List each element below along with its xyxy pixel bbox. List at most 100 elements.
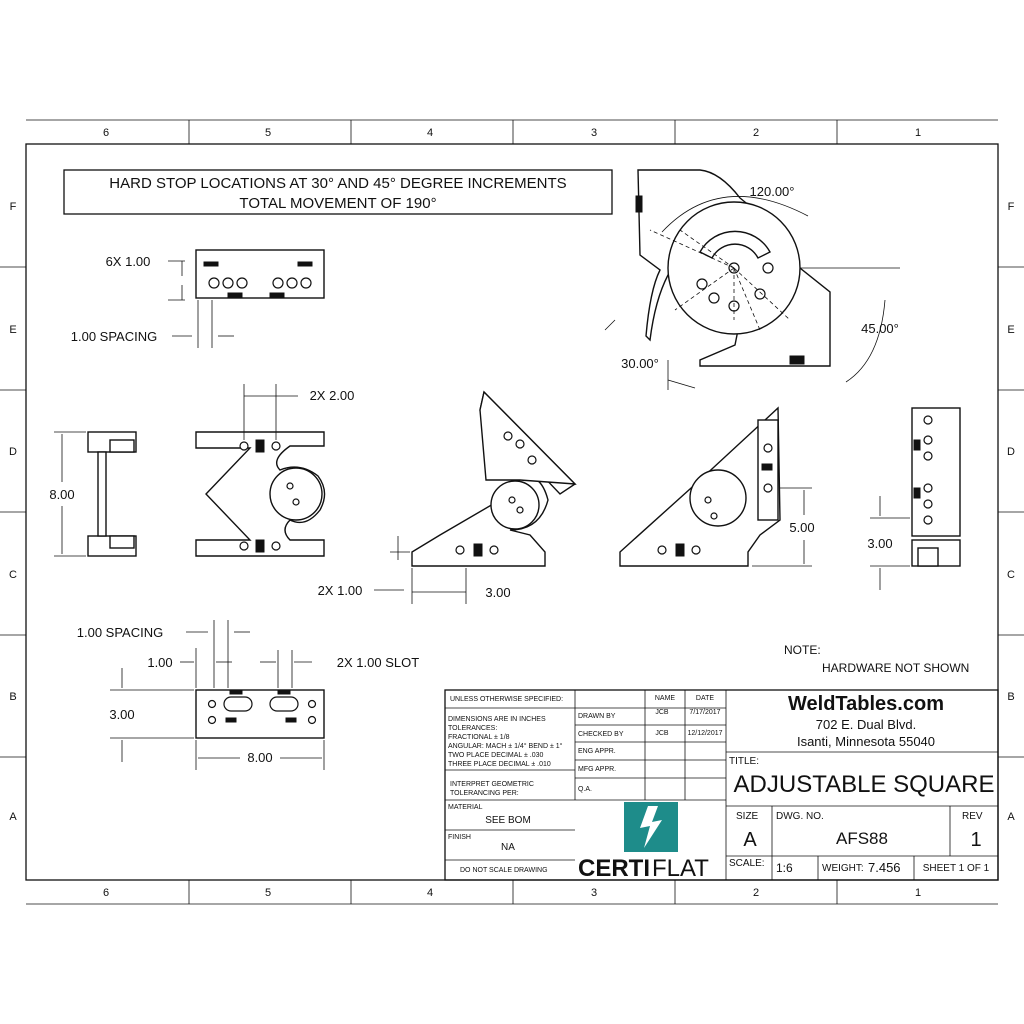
title-block: UNLESS OTHERWISE SPECIFIED: DIMENSIONS A… bbox=[444, 689, 999, 882]
zone-col-2-top: 2 bbox=[753, 127, 759, 139]
tb-interpret-2: TOLERANCING PER: bbox=[450, 790, 519, 797]
tb-tol-1: DIMENSIONS ARE IN INCHES bbox=[448, 716, 546, 723]
tb-unless: UNLESS OTHERWISE SPECIFIED: bbox=[450, 696, 563, 703]
dim-offset-3: 3.00 bbox=[485, 585, 510, 600]
tb-dwg-no: AFS88 bbox=[836, 829, 888, 848]
dim-angle-45: 45.00° bbox=[861, 321, 899, 336]
note-label: NOTE: bbox=[784, 643, 821, 657]
zone-row-d-right: D bbox=[1007, 446, 1015, 458]
tb-row-qa-label: Q.A. bbox=[578, 786, 592, 793]
side-view: 8.00 bbox=[49, 431, 137, 557]
tb-address-1: 702 E. Dual Blvd. bbox=[816, 717, 916, 732]
right-side-view: 3.00 bbox=[867, 407, 961, 590]
tb-row-checked-name: JCB bbox=[655, 730, 669, 737]
tb-size-label: SIZE bbox=[736, 811, 759, 822]
tb-scale: 1:6 bbox=[776, 861, 793, 875]
zone-row-a-left: A bbox=[9, 811, 17, 823]
tb-rev: 1 bbox=[970, 829, 981, 851]
zone-col-3-top: 3 bbox=[591, 127, 597, 139]
tb-row-drawn-date: 7/17/2017 bbox=[689, 709, 720, 716]
zone-row-e-left: E bbox=[9, 324, 16, 336]
dim-2x-slot: 2X 1.00 SLOT bbox=[337, 655, 419, 670]
tb-row-drawn-name: JCB bbox=[655, 709, 669, 716]
tb-weight-label: WEIGHT: bbox=[822, 863, 864, 874]
tb-row-drawn-label: DRAWN BY bbox=[578, 713, 616, 720]
zone-row-b-left: B bbox=[9, 691, 16, 703]
dim-angle-120: 120.00° bbox=[750, 184, 795, 199]
tb-sheet: SHEET 1 OF 1 bbox=[923, 863, 990, 874]
tb-company: WeldTables.com bbox=[788, 693, 944, 715]
tb-row-mfg-label: MFG APPR. bbox=[578, 766, 616, 773]
dim-slot-offset: 1.00 bbox=[147, 655, 172, 670]
tb-do-not-scale: DO NOT SCALE DRAWING bbox=[460, 867, 548, 874]
zone-row-a-right: A bbox=[1007, 811, 1015, 823]
general-note: NOTE: HARDWARE NOT SHOWN bbox=[784, 643, 969, 675]
dim-angle-30: 30.00° bbox=[621, 356, 659, 371]
logo-flat: FLAT bbox=[652, 855, 709, 882]
angled-view: 5.00 bbox=[619, 406, 815, 567]
tb-size: A bbox=[743, 829, 757, 851]
zone-col-6-top: 6 bbox=[103, 127, 109, 139]
tb-dwg-label: DWG. NO. bbox=[776, 811, 824, 822]
tb-rev-label: REV bbox=[962, 811, 983, 822]
tb-finish-value: NA bbox=[501, 842, 515, 853]
tb-address-2: Isanti, Minnesota 55040 bbox=[797, 734, 935, 749]
zone-col-1-top: 1 bbox=[915, 127, 921, 139]
zone-col-1-bottom: 1 bbox=[915, 887, 921, 899]
tb-tol-3: FRACTIONAL ± 1/8 bbox=[448, 734, 510, 741]
header-note-line1: HARD STOP LOCATIONS AT 30° AND 45° DEGRE… bbox=[109, 175, 566, 192]
tb-col-name: NAME bbox=[655, 695, 676, 702]
zone-col-4-top: 4 bbox=[427, 127, 433, 139]
zone-row-e-right: E bbox=[1007, 324, 1014, 336]
front-view: 2X 2.00 bbox=[195, 384, 355, 557]
zone-row-b-right: B bbox=[1007, 691, 1014, 703]
bottom-plate-view: 1.00 SPACING 1.00 2X 1.00 SLOT 3.00 8.00 bbox=[77, 620, 419, 770]
dim-spacing-bottom: 1.00 SPACING bbox=[77, 625, 163, 640]
tb-row-checked-date: 12/12/2017 bbox=[687, 730, 722, 737]
zone-col-6-bottom: 6 bbox=[103, 887, 109, 899]
zone-col-5-bottom: 5 bbox=[265, 887, 271, 899]
zone-row-c-right: C bbox=[1007, 569, 1015, 581]
logo-certi: CERTI bbox=[578, 855, 650, 882]
tb-scale-label: SCALE: bbox=[729, 858, 765, 869]
zone-col-4-bottom: 4 bbox=[427, 887, 433, 899]
zone-row-f-left: F bbox=[10, 201, 17, 213]
zone-row-c-left: C bbox=[9, 569, 17, 581]
dim-plate-height: 3.00 bbox=[109, 707, 134, 722]
zone-col-5-top: 5 bbox=[265, 127, 271, 139]
note-text: HARDWARE NOT SHOWN bbox=[822, 661, 969, 675]
tb-finish-label: FINISH bbox=[448, 834, 471, 841]
tb-tol-5: TWO PLACE DECIMAL ± .030 bbox=[448, 752, 543, 759]
header-note-line2: TOTAL MOVEMENT OF 190° bbox=[239, 195, 436, 212]
tb-col-date: DATE bbox=[696, 695, 714, 702]
dim-2x-edge: 2X 1.00 bbox=[318, 583, 363, 598]
certiflat-logo: CERTI FLAT bbox=[578, 802, 709, 882]
rotation-detail-view: 120.00° 45.00° 30.00° bbox=[604, 169, 900, 390]
tb-row-eng-label: ENG APPR. bbox=[578, 748, 616, 755]
header-note: HARD STOP LOCATIONS AT 30° AND 45° DEGRE… bbox=[63, 169, 613, 215]
tb-title: ADJUSTABLE SQUARE bbox=[734, 771, 995, 798]
zone-col-2-bottom: 2 bbox=[753, 887, 759, 899]
tilted-view: 2X 1.00 3.00 bbox=[318, 390, 577, 604]
tb-title-label: TITLE: bbox=[729, 756, 759, 767]
tb-tol-4: ANGULAR: MACH ± 1/4° BEND ± 1° bbox=[448, 742, 563, 750]
tb-row-checked-label: CHECKED BY bbox=[578, 731, 624, 738]
zone-row-d-left: D bbox=[9, 446, 17, 458]
zone-row-f-right: F bbox=[1008, 201, 1015, 213]
dim-6x-holes: 6X 1.00 bbox=[106, 254, 151, 269]
dim-side-3: 3.00 bbox=[867, 536, 892, 551]
tb-interpret-1: INTERPRET GEOMETRIC bbox=[450, 781, 534, 788]
dim-plate-width: 8.00 bbox=[247, 750, 272, 765]
top-plate-view: 6X 1.00 1.00 SPACING bbox=[71, 249, 325, 348]
zone-col-3-bottom: 3 bbox=[591, 887, 597, 899]
dim-spacing-top: 1.00 SPACING bbox=[71, 329, 157, 344]
zone-labels: 6 5 4 3 2 1 6 5 4 3 2 1 F E D C B A F E … bbox=[9, 127, 1015, 899]
tb-weight: 7.456 bbox=[868, 860, 901, 875]
dim-height-5: 5.00 bbox=[789, 520, 814, 535]
dim-height-8: 8.00 bbox=[49, 487, 74, 502]
dim-2x-width: 2X 2.00 bbox=[310, 388, 355, 403]
tb-material-value: SEE BOM bbox=[485, 815, 531, 826]
tb-tol-2: TOLERANCES: bbox=[448, 725, 497, 732]
tb-material-label: MATERIAL bbox=[448, 804, 483, 811]
